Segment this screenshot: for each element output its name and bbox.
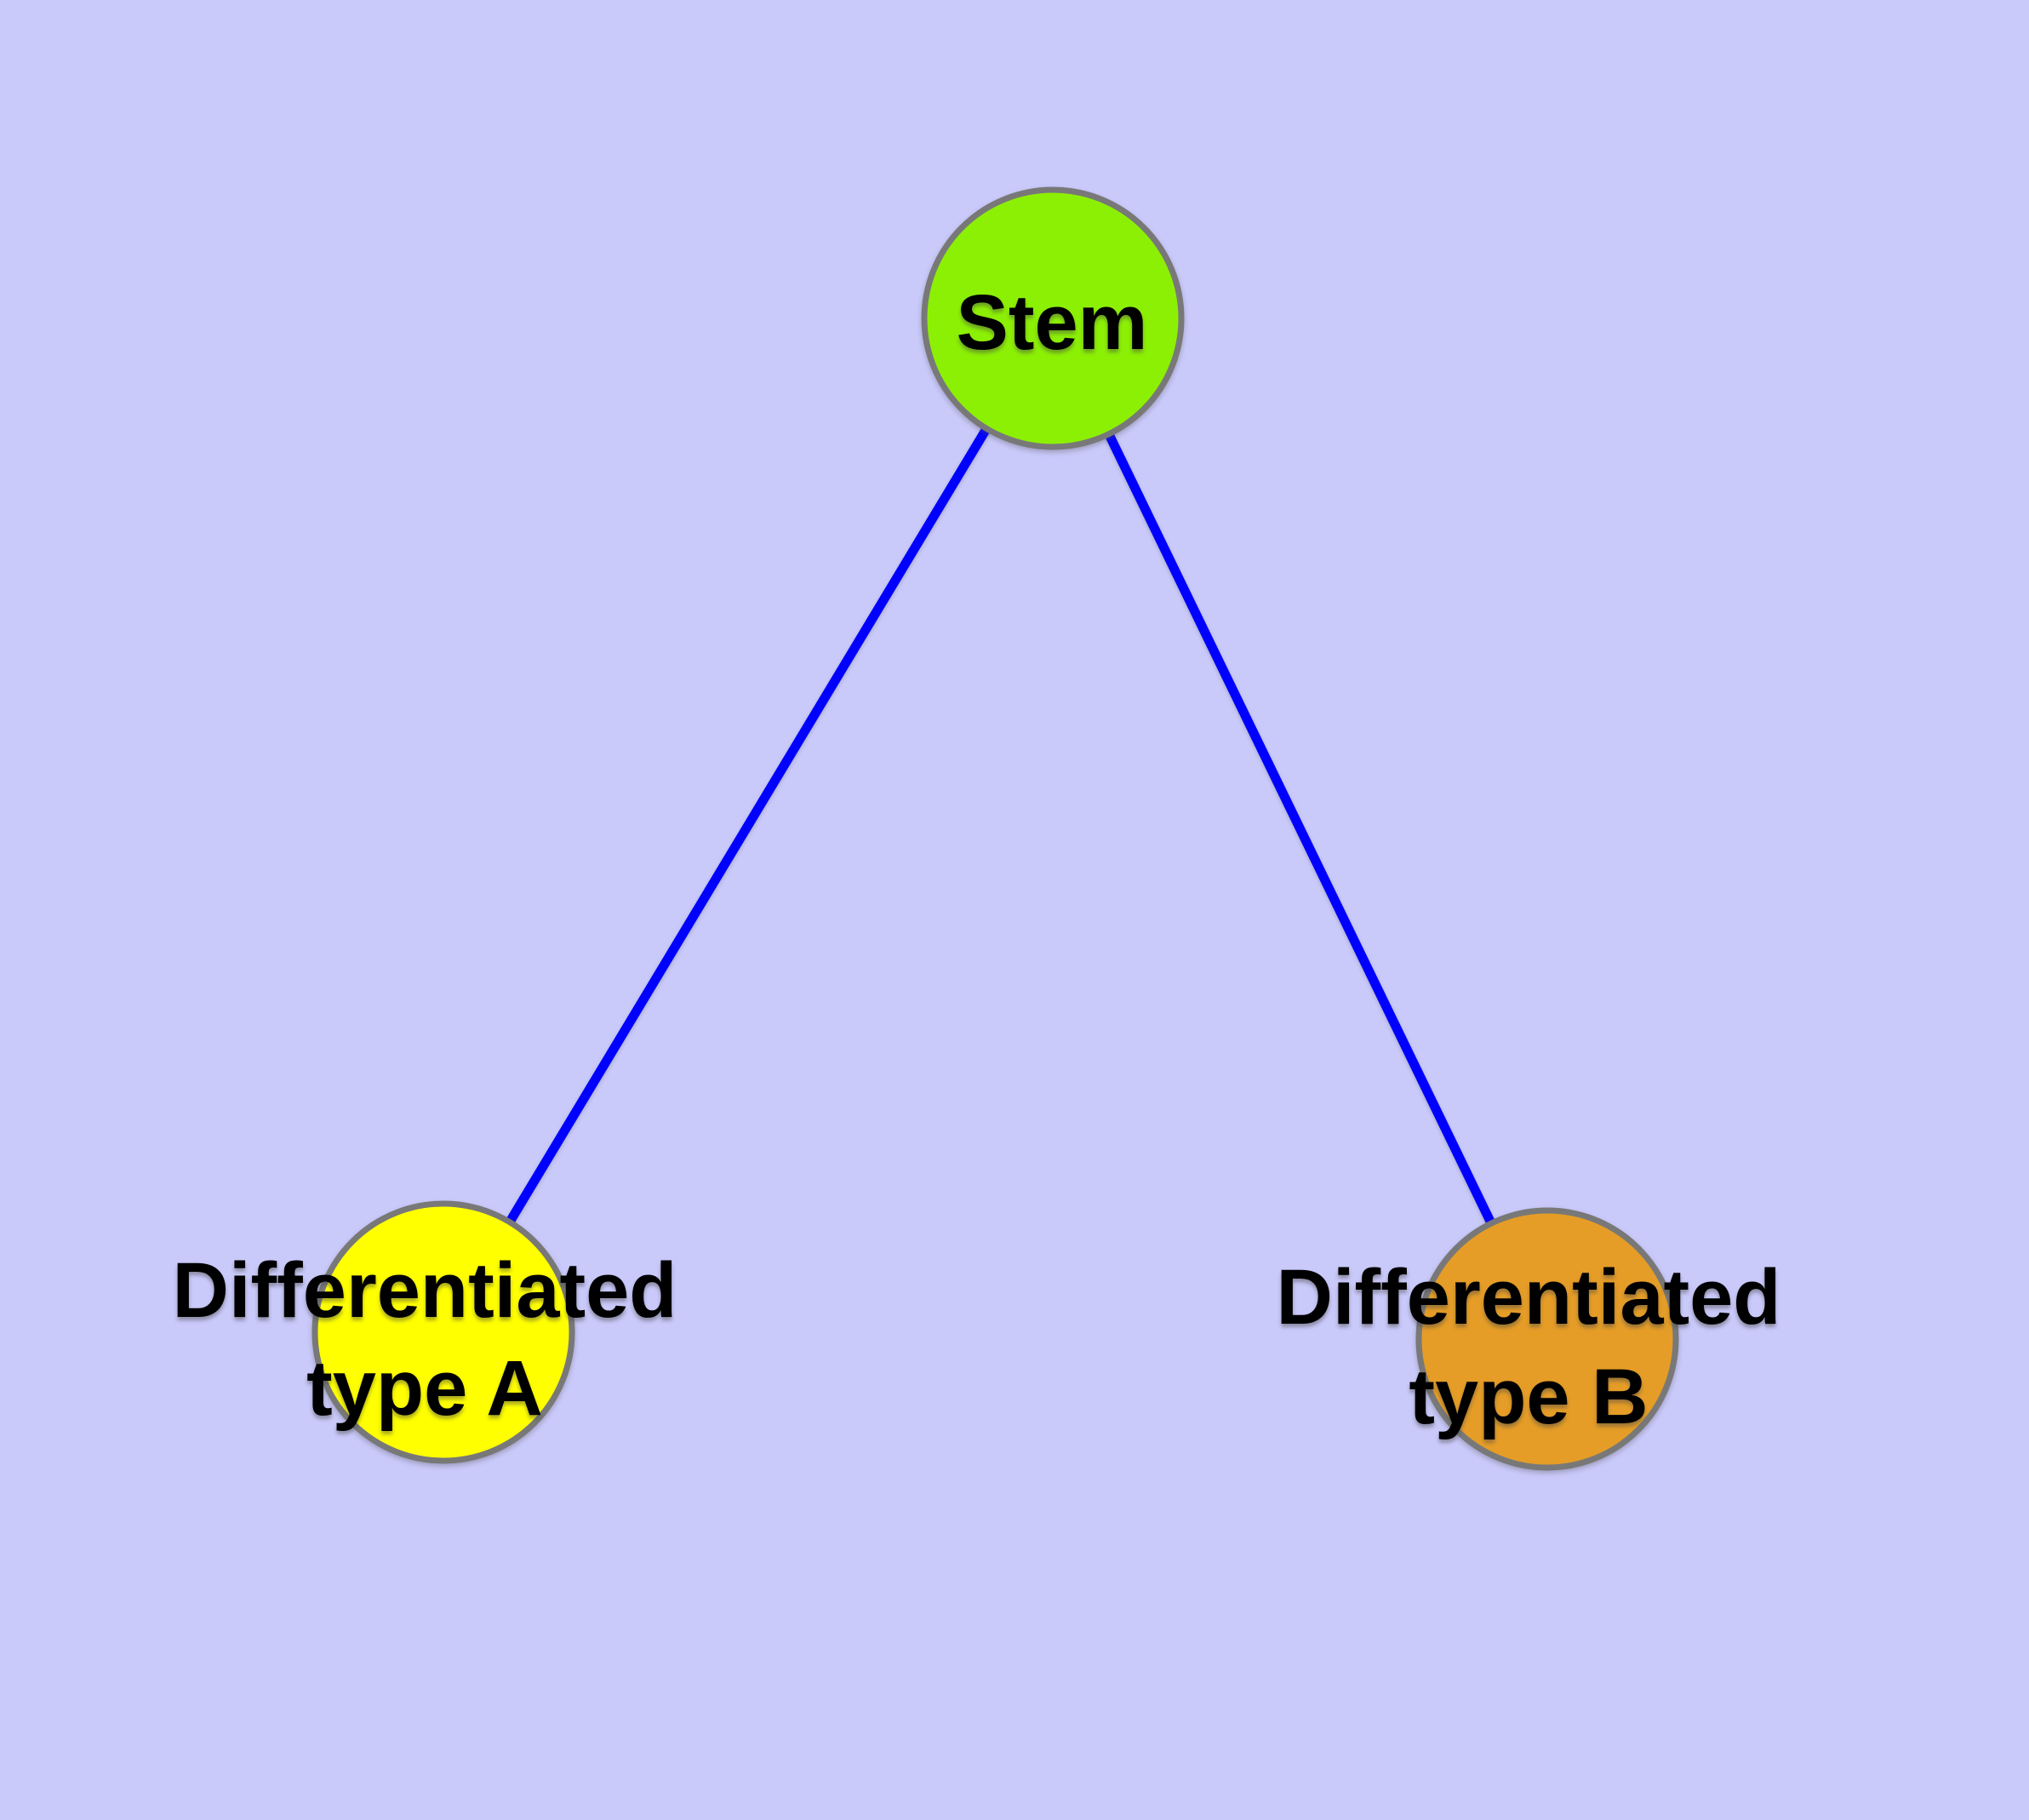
edge-stem-to-differentiated-type-a <box>439 316 1057 1335</box>
node-stem <box>921 186 1185 450</box>
node-differentiated-type-b <box>1415 1207 1679 1471</box>
node-label-differentiated-type-a-line1: Differentiated <box>173 1247 677 1334</box>
edge-stem-to-differentiated-type-b <box>1049 316 1552 1342</box>
node-label-differentiated-type-b-line1: Differentiated <box>1277 1254 1781 1341</box>
node-label-differentiated-type-a-line2: type A <box>306 1345 543 1432</box>
node-label-stem: Stem <box>957 279 1148 366</box>
node-label-differentiated-type-b-line2: type B <box>1409 1354 1648 1440</box>
node-differentiated-type-a <box>311 1200 575 1464</box>
